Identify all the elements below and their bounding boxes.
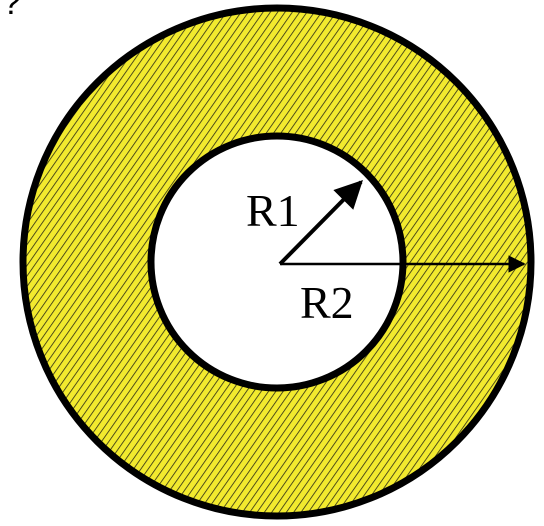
corner-question-mark: ? <box>2 0 21 22</box>
r2-label: R2 <box>300 277 354 328</box>
inner-circle <box>147 132 407 392</box>
r1-label: R1 <box>246 185 300 236</box>
outer-circle <box>19 4 535 520</box>
r1-arrow <box>278 180 363 266</box>
